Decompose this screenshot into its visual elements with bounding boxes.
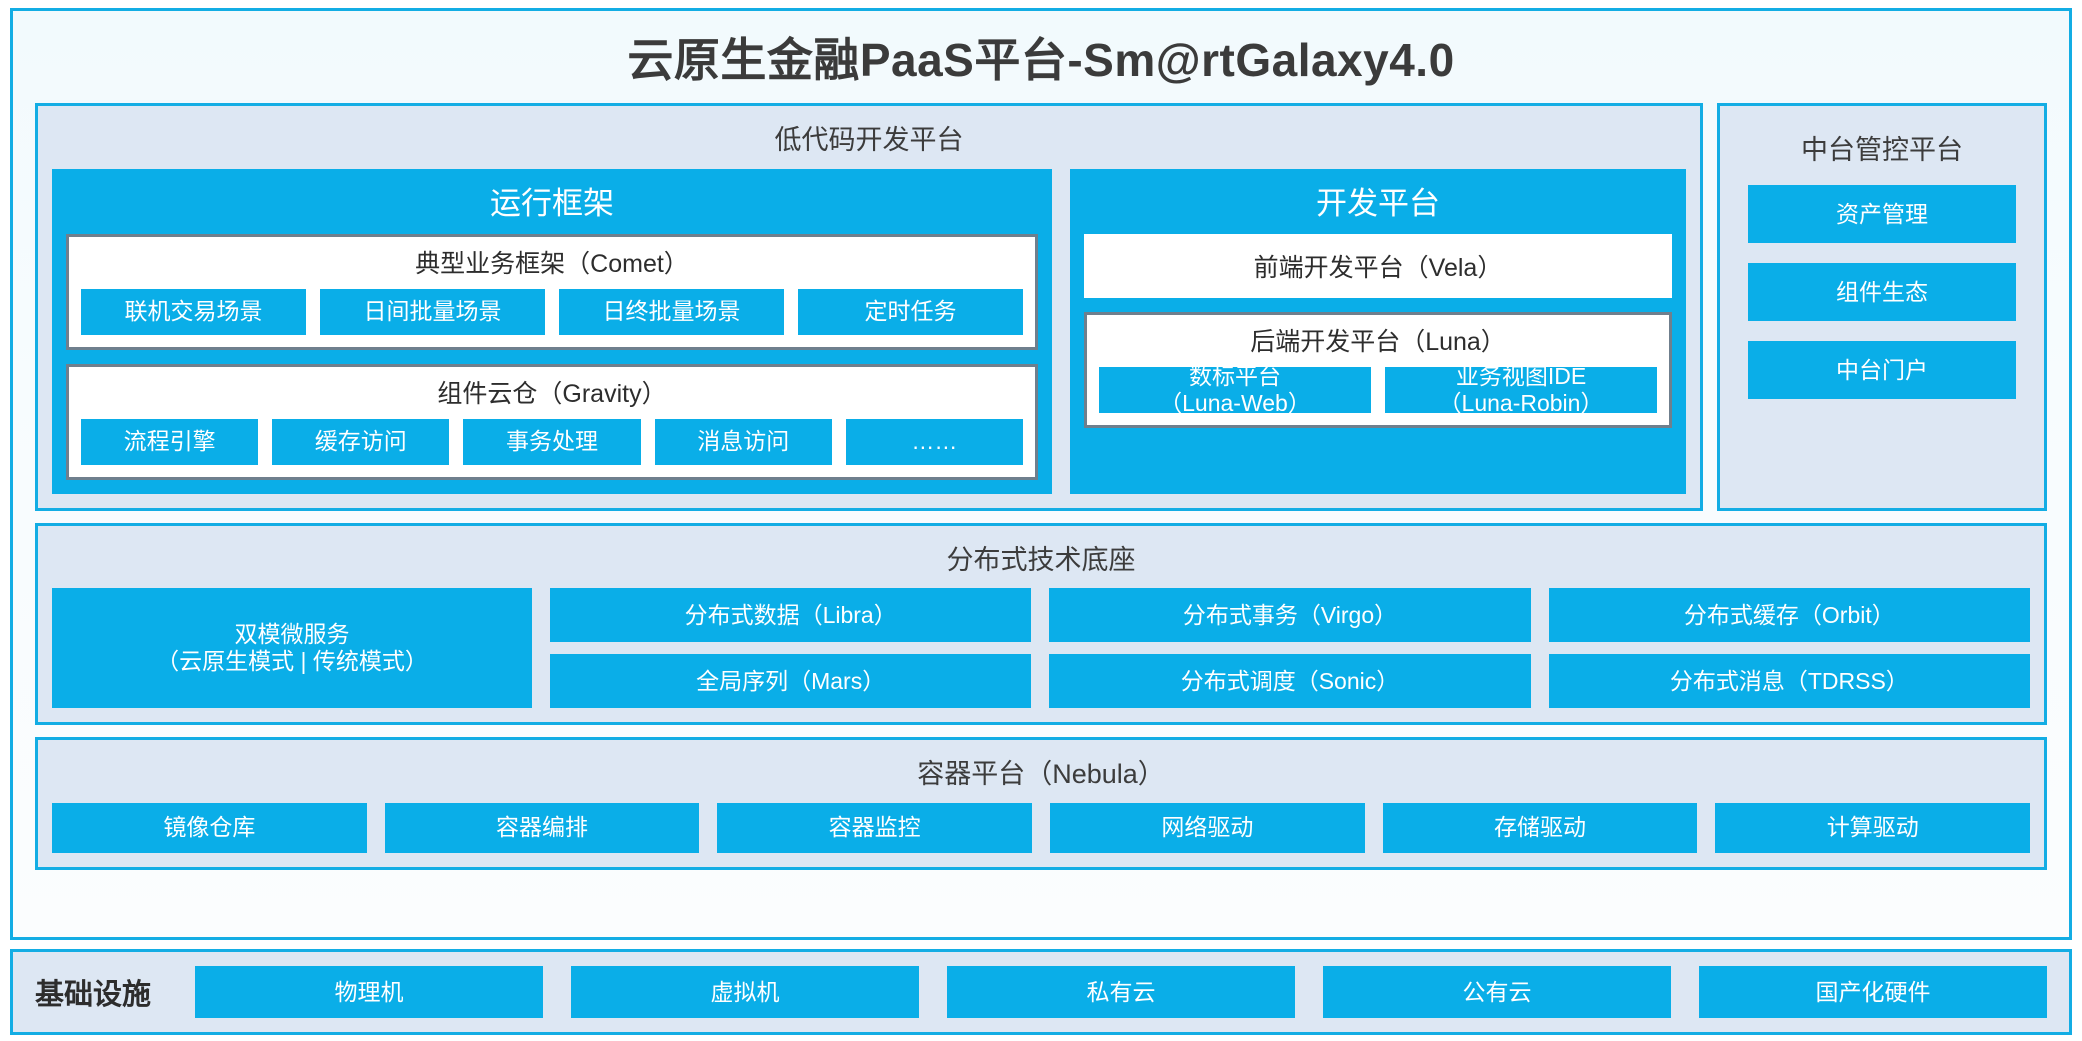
container-item-image-repo[interactable]: 镜像仓库 — [52, 802, 367, 853]
infrastructure-item-domestic-hardware[interactable]: 国产化硬件 — [1699, 966, 2048, 1018]
backend-chip-line2: （Luna-Web） — [1159, 389, 1311, 416]
backend-platform-box: 后端开发平台（Luna） 数标平台 （Luna-Web） — [1084, 311, 1672, 428]
distributed-base-grid: 双模微服务 （云原生模式 | 传统模式） 分布式数据（Libra） 全局序列（M… — [52, 588, 2030, 709]
gravity-chip-row: 流程引擎 缓存访问 事务处理 消息访问 …… — [81, 418, 1024, 465]
platform-stack-container: 云原生金融PaaS平台-Sm@rtGalaxy4.0 低代码开发平台 运行框架 … — [10, 8, 2072, 940]
development-platform-box: 开发平台 前端开发平台（Vela） 后端开发平台（Luna） 数标平台 （Lun… — [1070, 168, 1686, 494]
dual-mode-microservice-tile[interactable]: 双模微服务 （云原生模式 | 传统模式） — [52, 588, 532, 709]
gravity-chip[interactable]: 流程引擎 — [81, 418, 259, 465]
page-title: 云原生金融PaaS平台-Sm@rtGalaxy4.0 — [627, 34, 1455, 86]
runtime-framework-title: 运行框架 — [490, 185, 614, 221]
gravity-box: 组件云仓（Gravity） 流程引擎 缓存访问 事务处理 消息访问 …… — [66, 363, 1038, 480]
container-item-storage-driver[interactable]: 存储驱动 — [1382, 802, 1698, 853]
infrastructure-items: 物理机 虚拟机 私有云 公有云 国产化硬件 — [195, 966, 2048, 1018]
distributed-column-1: 分布式数据（Libra） 全局序列（Mars） — [550, 588, 1032, 709]
backend-chip-line1: 业务视图IDE — [1455, 362, 1587, 389]
distributed-base-title: 分布式技术底座 — [946, 544, 1136, 575]
distributed-tile-libra[interactable]: 分布式数据（Libra） — [550, 588, 1032, 643]
runtime-framework-box: 运行框架 典型业务框架（Comet） 联机交易场景 日间批量场景 日终批量场景 … — [52, 168, 1052, 494]
infrastructure-item-physical[interactable]: 物理机 — [195, 966, 544, 1018]
backend-chip-row: 数标平台 （Luna-Web） 业务视图IDE （Luna-Robin） — [1099, 363, 1657, 416]
control-platform-title: 中台管控平台 — [1801, 135, 1963, 166]
container-item-orchestration[interactable]: 容器编排 — [384, 802, 700, 853]
infrastructure-label: 基础设施 — [35, 979, 152, 1011]
distributed-column-3: 分布式缓存（Orbit） 分布式消息（TDRSS） — [1548, 588, 2030, 709]
infrastructure-item-public-cloud[interactable]: 公有云 — [1323, 966, 1672, 1018]
infrastructure-item-virtual[interactable]: 虚拟机 — [571, 966, 920, 1018]
dual-mode-line2: （云原生模式 | 传统模式） — [156, 648, 428, 675]
distributed-tile-sonic[interactable]: 分布式调度（Sonic） — [1049, 654, 1531, 709]
distributed-tile-tdrss[interactable]: 分布式消息（TDRSS） — [1548, 654, 2030, 709]
low-code-platform-title: 低代码开发平台 — [774, 125, 964, 156]
gravity-chip-ellipsis[interactable]: …… — [845, 418, 1024, 465]
distributed-tile-virgo[interactable]: 分布式事务（Virgo） — [1049, 588, 1531, 643]
backend-chip-luna-web[interactable]: 数标平台 （Luna-Web） — [1099, 363, 1371, 416]
frontend-platform-box[interactable]: 前端开发平台（Vela） — [1084, 233, 1672, 298]
low-code-platform-body: 运行框架 典型业务框架（Comet） 联机交易场景 日间批量场景 日终批量场景 … — [52, 168, 1686, 494]
gravity-chip[interactable]: 消息访问 — [654, 418, 832, 465]
dual-mode-line1: 双模微服务 — [234, 621, 350, 648]
control-platform-items: 资产管理 组件生态 中台门户 — [1748, 185, 2016, 400]
comet-chip[interactable]: 日间批量场景 — [320, 288, 545, 335]
infrastructure-item-private-cloud[interactable]: 私有云 — [947, 966, 1296, 1018]
development-platform-title: 开发平台 — [1316, 185, 1440, 221]
infrastructure-panel: 基础设施 物理机 虚拟机 私有云 公有云 国产化硬件 — [10, 949, 2072, 1035]
distributed-base-panel: 分布式技术底座 双模微服务 （云原生模式 | 传统模式） 分布式数据（Libra… — [35, 522, 2047, 726]
comet-box: 典型业务框架（Comet） 联机交易场景 日间批量场景 日终批量场景 定时任务 — [66, 233, 1038, 350]
control-platform-item-component[interactable]: 组件生态 — [1748, 263, 2016, 322]
control-platform-item-portal[interactable]: 中台门户 — [1748, 341, 2016, 400]
control-platform-item-asset[interactable]: 资产管理 — [1748, 185, 2016, 244]
control-platform-panel: 中台管控平台 资产管理 组件生态 中台门户 — [1717, 103, 2047, 511]
container-item-network-driver[interactable]: 网络驱动 — [1050, 802, 1365, 853]
low-code-platform-panel: 低代码开发平台 运行框架 典型业务框架（Comet） 联机交易场景 日间批量场景… — [35, 103, 1703, 511]
backend-chip-line1: 数标平台 — [1188, 362, 1281, 389]
container-platform-items: 镜像仓库 容器编排 容器监控 网络驱动 存储驱动 计算驱动 — [52, 802, 2031, 853]
backend-platform-title: 后端开发平台（Luna） — [1250, 327, 1506, 356]
backend-chip-line2: （Luna-Robin） — [1438, 389, 1604, 416]
gravity-chip[interactable]: 缓存访问 — [272, 418, 450, 465]
backend-chip-luna-robin[interactable]: 业务视图IDE （Luna-Robin） — [1385, 363, 1657, 416]
gravity-chip[interactable]: 事务处理 — [463, 418, 641, 465]
comet-chip[interactable]: 联机交易场景 — [81, 288, 306, 335]
top-row: 低代码开发平台 运行框架 典型业务框架（Comet） 联机交易场景 日间批量场景… — [35, 103, 2047, 511]
container-platform-panel: 容器平台（Nebula） 镜像仓库 容器编排 容器监控 网络驱动 存储驱动 计算… — [35, 737, 2047, 870]
comet-chip[interactable]: 日终批量场景 — [559, 288, 784, 335]
distributed-column-2: 分布式事务（Virgo） 分布式调度（Sonic） — [1049, 588, 1531, 709]
comet-title: 典型业务框架（Comet） — [415, 249, 689, 278]
container-item-monitoring[interactable]: 容器监控 — [717, 802, 1033, 853]
comet-chip-row: 联机交易场景 日间批量场景 日终批量场景 定时任务 — [81, 288, 1023, 335]
dual-mode-microservice-column: 双模微服务 （云原生模式 | 传统模式） — [52, 588, 532, 709]
comet-chip[interactable]: 定时任务 — [798, 288, 1023, 335]
distributed-tile-mars[interactable]: 全局序列（Mars） — [550, 654, 1032, 709]
distributed-tile-orbit[interactable]: 分布式缓存（Orbit） — [1548, 588, 2030, 643]
container-item-compute-driver[interactable]: 计算驱动 — [1715, 802, 2031, 853]
gravity-title: 组件云仓（Gravity） — [437, 379, 667, 408]
container-platform-title: 容器平台（Nebula） — [917, 759, 1165, 790]
